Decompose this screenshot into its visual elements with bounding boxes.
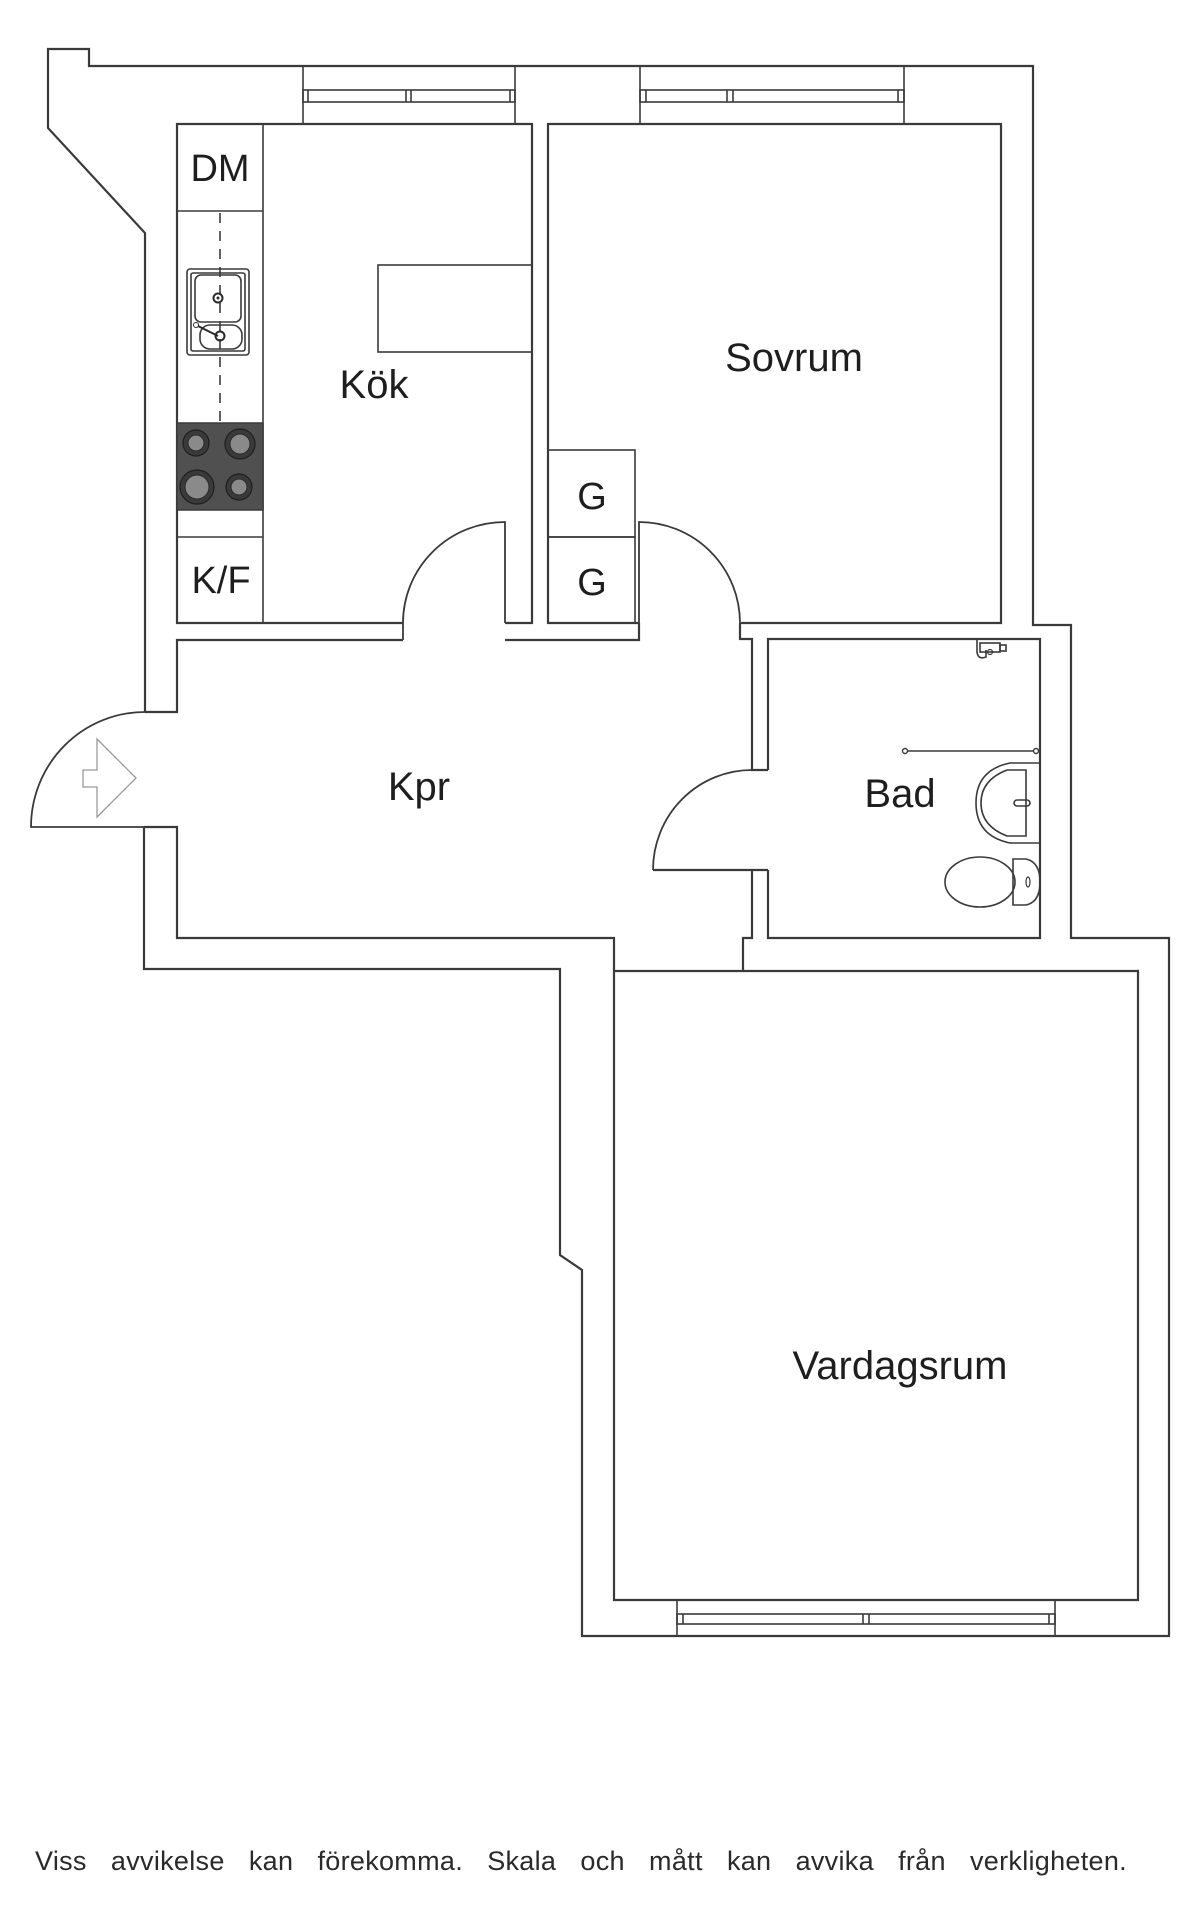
room-label-hall: Kpr (388, 765, 450, 809)
bathroom-walls (766, 637, 1042, 940)
room-label-bathroom: Bad (864, 772, 935, 816)
toilet-icon (944, 856, 1041, 908)
dishwasher-label: DM (190, 148, 249, 190)
window-icon (676, 1600, 1056, 1636)
wardrobe (547, 536, 636, 624)
disclaimer-text: Viss avvikelse kan förekomma. Skala och … (35, 1846, 1127, 1876)
kitchen-table (377, 264, 533, 353)
washbasin-icon (975, 762, 1040, 844)
door-swing-icon (30, 711, 146, 828)
door-swing-icon (402, 521, 506, 640)
shower-mixer-icon (976, 640, 1007, 659)
stove-icon (176, 422, 264, 511)
door-swing-icon (638, 521, 741, 624)
towel-rail-icon (901, 747, 1040, 755)
room-label-bedroom: Sovrum (725, 336, 863, 380)
outer-wall (46, 47, 1171, 1638)
window-icon (302, 66, 516, 124)
room-label-kitchen: Kök (340, 363, 410, 407)
door-swing-icon (652, 769, 753, 871)
sink-icon (186, 268, 250, 356)
entrance-arrow-icon (82, 737, 137, 819)
room-label-living-room: Vardagsrum (793, 1344, 1008, 1388)
hall-walls (505, 623, 641, 642)
wardrobe-label: G (577, 476, 607, 518)
kitchen-walls (175, 122, 534, 625)
window-icon (639, 66, 905, 124)
fridge-freezer-label: K/F (191, 560, 250, 602)
wardrobe-label: G (577, 562, 607, 604)
